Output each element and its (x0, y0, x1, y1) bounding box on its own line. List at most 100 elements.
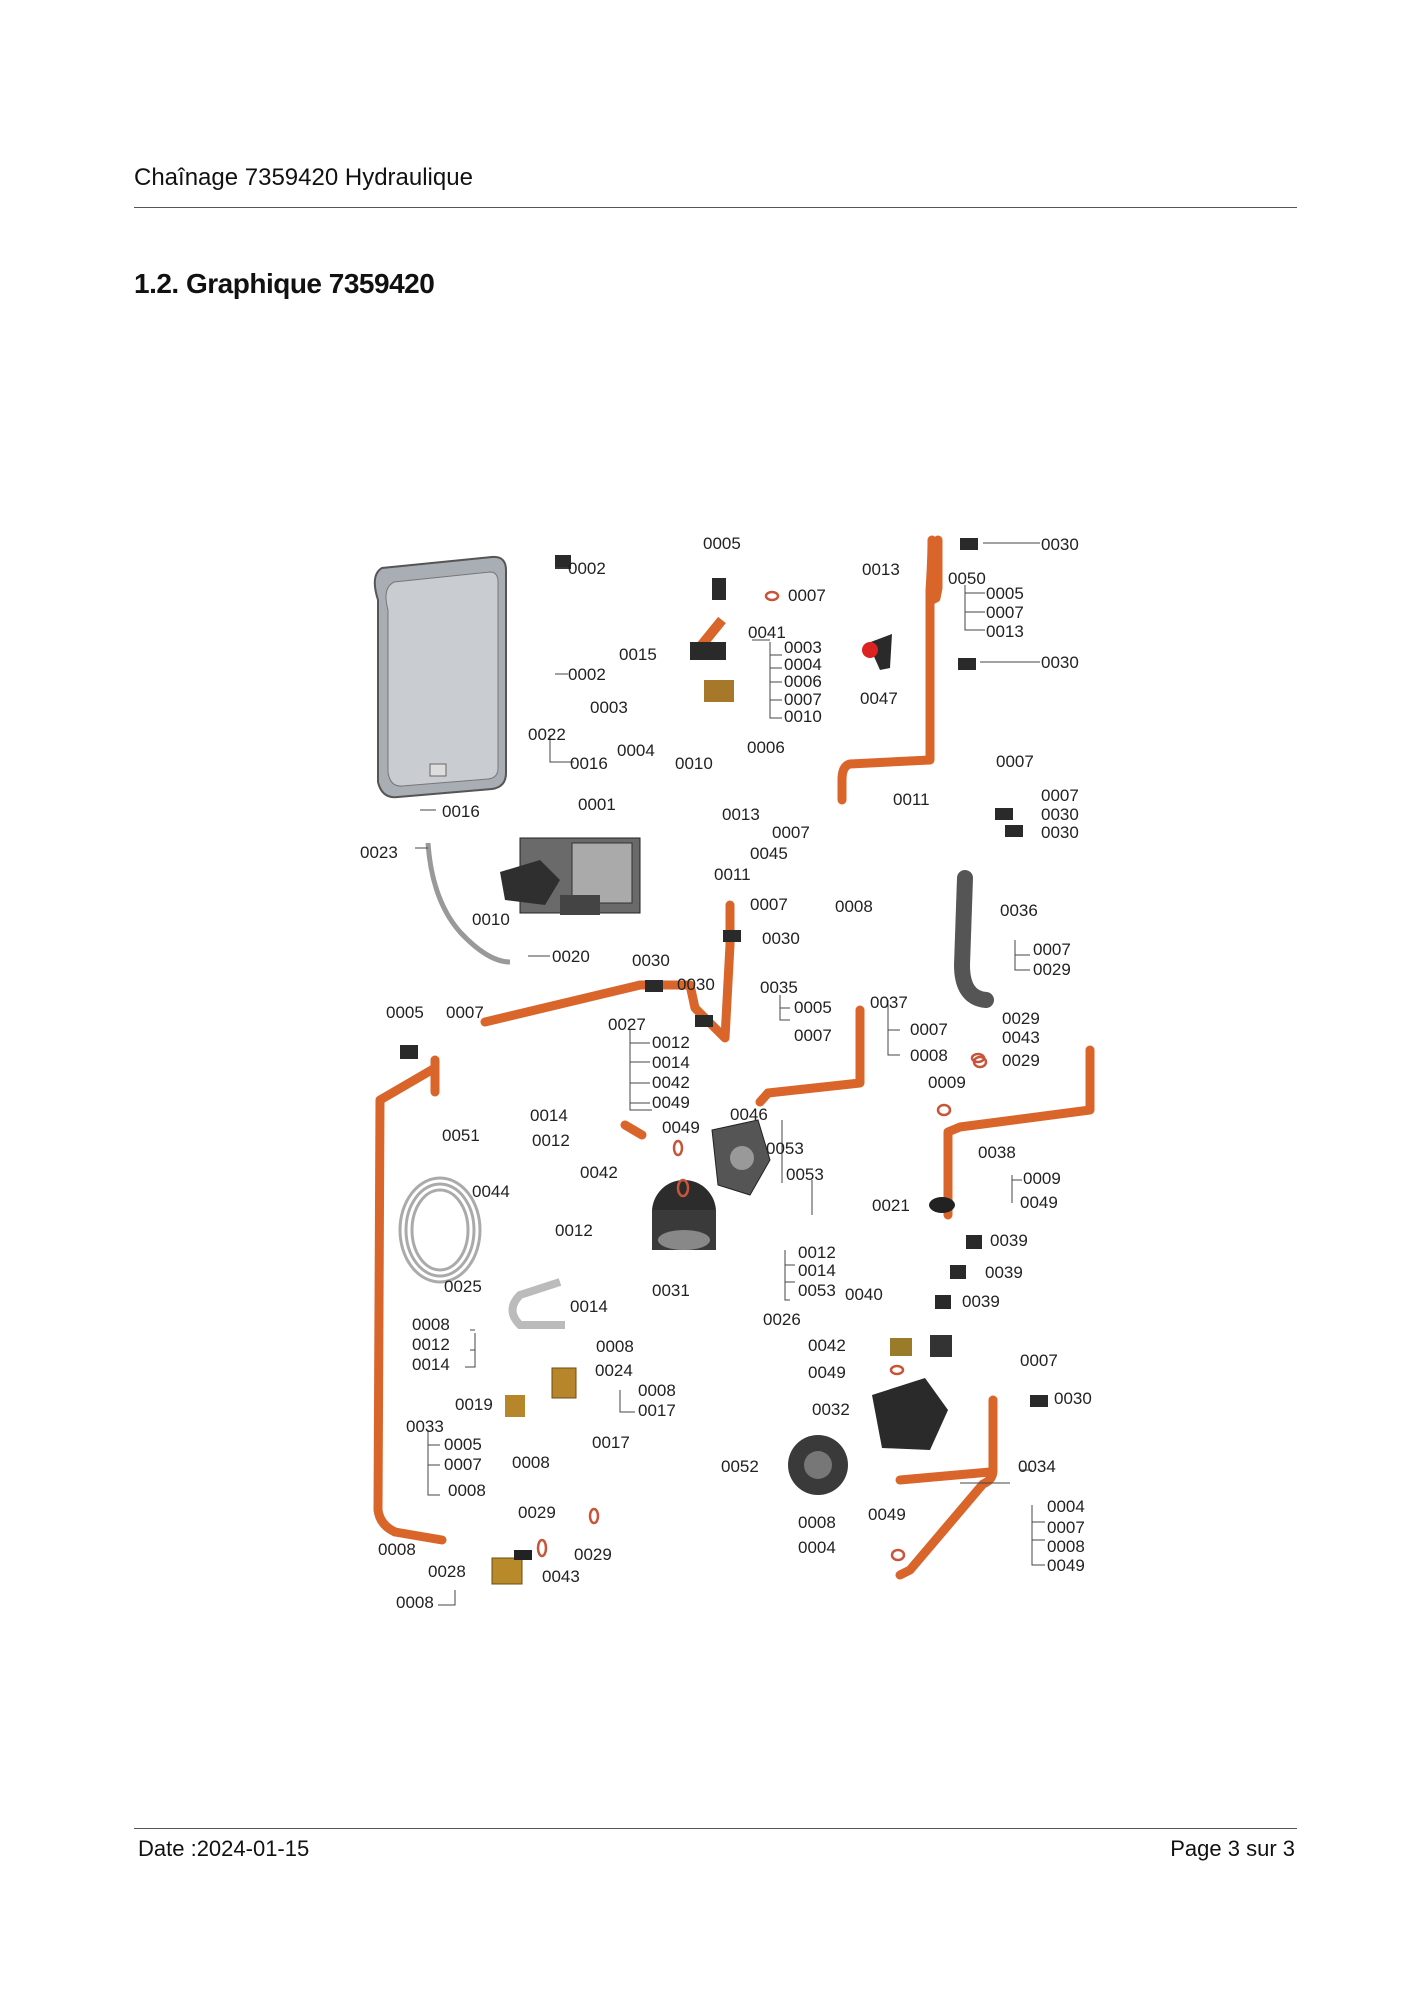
part-label: 0036 (1000, 901, 1038, 920)
part-label: 0005 (986, 584, 1024, 603)
part-label: 0008 (448, 1481, 486, 1500)
part-label: 0029 (1002, 1051, 1040, 1070)
plug-0021 (929, 1197, 955, 1213)
part-label: 0038 (978, 1143, 1016, 1162)
part-label: 0030 (1041, 805, 1079, 824)
part-label: 0014 (798, 1261, 836, 1280)
part-label: 0008 (798, 1513, 836, 1532)
part-label: 0029 (574, 1545, 612, 1564)
part-label: 0030 (677, 975, 715, 994)
footer-page-number: Page 3 sur 3 (1170, 1836, 1295, 1861)
part-label: 0022 (528, 725, 566, 744)
part-label: 0044 (472, 1182, 510, 1201)
part-label: 0013 (986, 622, 1024, 641)
part-label: 0005 (794, 998, 832, 1017)
part-label: 0031 (652, 1281, 690, 1300)
part-label: 0004 (617, 741, 655, 760)
part-label: 0049 (652, 1093, 690, 1112)
clips-0030-0039 (400, 538, 1048, 1407)
part-label: 0007 (1047, 1518, 1085, 1537)
part-label: 0042 (808, 1336, 846, 1355)
footer-divider (134, 1828, 1297, 1829)
pump-body-0032 (872, 1378, 948, 1450)
part-label: 0005 (703, 534, 741, 553)
part-label: 0007 (444, 1455, 482, 1474)
grey-component-0042-0049 (890, 1335, 952, 1357)
part-label: 0025 (444, 1277, 482, 1296)
part-label: 0012 (555, 1221, 593, 1240)
expansion-tank (373, 555, 507, 799)
valve-0028 (491, 1550, 532, 1585)
part-label: 0030 (762, 929, 800, 948)
section-heading: 1.2. Graphique 7359420 (134, 268, 435, 299)
part-label: 0014 (652, 1053, 690, 1072)
part-label: 0035 (760, 978, 798, 997)
part-label: 0039 (985, 1263, 1023, 1282)
part-label: 0014 (530, 1106, 568, 1125)
part-label: 0007 (1020, 1351, 1058, 1370)
part-label: 0009 (1023, 1169, 1061, 1188)
part-label: 0007 (446, 1003, 484, 1022)
part-label: 0030 (1041, 823, 1079, 842)
part-label: 0030 (1054, 1389, 1092, 1408)
part-label: 0047 (860, 689, 898, 708)
page-header-title: Chaînage 7359420 Hydraulique (134, 164, 473, 191)
part-label: 0046 (730, 1105, 768, 1124)
part-label: 0021 (872, 1196, 910, 1215)
part-label: 0045 (750, 844, 788, 863)
part-label: 0051 (442, 1126, 480, 1145)
part-label: 0017 (638, 1401, 676, 1420)
part-label: 0007 (996, 752, 1034, 771)
part-label: 0027 (608, 1015, 646, 1034)
pump-housing-0053 (711, 1119, 771, 1196)
part-labels: 0002 0002 0005 0007 0041 0003 0004 0006 … (360, 534, 1092, 1612)
part-label: 0030 (632, 951, 670, 970)
fitting-0024 (551, 1367, 577, 1399)
part-label: 0028 (428, 1562, 466, 1581)
part-label: 0052 (721, 1457, 759, 1476)
header-divider (134, 207, 1297, 208)
part-label: 0039 (962, 1292, 1000, 1311)
part-label: 0010 (472, 910, 510, 929)
part-label: 0030 (1041, 535, 1079, 554)
part-label: 0033 (406, 1417, 444, 1436)
part-label: 0012 (412, 1335, 450, 1354)
part-label: 0008 (910, 1046, 948, 1065)
part-label: 0005 (386, 1003, 424, 1022)
coil-hose-0044 (398, 1176, 482, 1284)
hydraulic-block-0001 (500, 837, 641, 915)
part-label: 0012 (532, 1131, 570, 1150)
part-label: 0049 (662, 1118, 700, 1137)
part-label: 0014 (570, 1297, 608, 1316)
part-label: 0039 (990, 1231, 1028, 1250)
part-label: 0019 (455, 1395, 493, 1414)
part-label: 0050 (948, 569, 986, 588)
part-label: 0023 (360, 843, 398, 862)
part-label: 0009 (928, 1073, 966, 1092)
part-label: 0024 (595, 1361, 633, 1380)
circulator-0052 (788, 1435, 848, 1495)
part-label: 0007 (794, 1026, 832, 1045)
part-label: 0007 (910, 1020, 948, 1039)
part-label: 0010 (675, 754, 713, 773)
part-label: 0042 (652, 1073, 690, 1092)
part-label: 0017 (592, 1433, 630, 1452)
part-label: 0049 (1020, 1193, 1058, 1212)
part-label: 0007 (750, 895, 788, 914)
part-label: 0008 (512, 1453, 550, 1472)
part-label: 0004 (784, 655, 822, 674)
part-label: 0053 (766, 1139, 804, 1158)
part-label: 0041 (748, 623, 786, 642)
part-label: 0034 (1018, 1457, 1056, 1476)
part-label: 0007 (1041, 786, 1079, 805)
part-label: 0001 (578, 795, 616, 814)
part-label: 0030 (1041, 653, 1079, 672)
part-label: 0013 (862, 560, 900, 579)
bypass-tube-0025 (508, 1278, 565, 1329)
part-label: 0012 (798, 1243, 836, 1262)
part-label: 0049 (868, 1505, 906, 1524)
part-label: 0008 (596, 1337, 634, 1356)
flow-group-0015 (690, 616, 734, 702)
part-label: 0007 (986, 603, 1024, 622)
